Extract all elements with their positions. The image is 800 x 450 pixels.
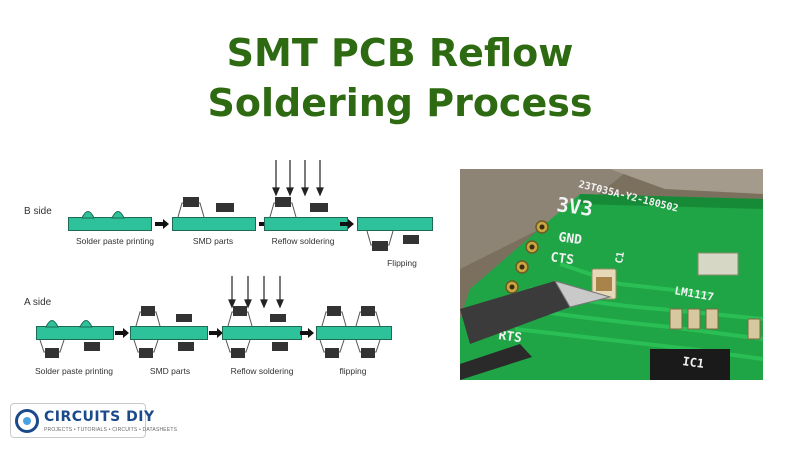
page-title-line-2: Soldering Process bbox=[207, 81, 593, 125]
a-step3-bottom-parts bbox=[225, 339, 288, 358]
b-step3-parts bbox=[269, 197, 328, 218]
a-step2-caption: SMD parts bbox=[149, 366, 191, 376]
b-arrow-3 bbox=[340, 219, 354, 229]
b-heat-arrows bbox=[272, 160, 324, 197]
circuits-diy-logo[interactable]: CIRCUITS DIY PROJECTS • TUTORIALS • CIRC… bbox=[10, 403, 177, 438]
b-step2-parts bbox=[177, 197, 234, 218]
a-step1-board bbox=[36, 326, 114, 340]
pcb-soldering-photo: 23T035A-Y2-180502 3V3 GND CTS RTS C1 LM1… bbox=[460, 169, 764, 380]
a-heat-arrows bbox=[228, 276, 284, 309]
b-step4-parts bbox=[366, 230, 419, 251]
a-step1-caption: Solder paste printing bbox=[35, 366, 113, 376]
a-step4-bottom-parts bbox=[319, 339, 381, 358]
b-step4-caption: Flipping bbox=[387, 258, 417, 268]
silk-ic1: IC1 bbox=[682, 354, 705, 371]
a-step4-caption: flipping bbox=[339, 366, 367, 376]
a-arrow-2 bbox=[209, 328, 223, 338]
b-step3-caption: Reflow soldering bbox=[271, 236, 335, 246]
b-step2-caption: SMD parts bbox=[192, 236, 234, 246]
logo-tagline: PROJECTS • TUTORIALS • CIRCUITS • DATASH… bbox=[44, 427, 178, 433]
b-step4-board bbox=[357, 217, 433, 231]
circuits-diy-logo-icon bbox=[15, 409, 39, 433]
b-step1-caption: Solder paste printing bbox=[76, 236, 154, 246]
silk-3v3: 3V3 bbox=[555, 192, 594, 221]
a-step3-top-parts bbox=[227, 306, 286, 327]
b-step3-board bbox=[264, 217, 348, 231]
a-step1-paste bbox=[45, 320, 93, 328]
a-step4-top-parts bbox=[321, 306, 381, 327]
b-side-label: B side bbox=[24, 206, 52, 217]
a-step2-top-parts bbox=[135, 306, 192, 327]
a-step4-board bbox=[316, 326, 392, 340]
a-arrow-3 bbox=[300, 328, 314, 338]
logo-name: CIRCUITS DIY bbox=[44, 409, 155, 425]
silk-cts: CTS bbox=[549, 250, 575, 268]
b-step2-board bbox=[172, 217, 256, 231]
a-step3-caption: Reflow soldering bbox=[230, 366, 294, 376]
a-step2-bottom-parts bbox=[133, 339, 194, 358]
a-arrow-1 bbox=[115, 328, 129, 338]
silk-gnd: GND bbox=[557, 230, 583, 248]
b-step1-board bbox=[68, 217, 152, 231]
a-step2-board bbox=[130, 326, 208, 340]
b-arrow-1 bbox=[155, 219, 169, 229]
b-step1-paste bbox=[81, 211, 125, 219]
silk-c1: C1 bbox=[614, 251, 627, 265]
page-title-line-1: SMT PCB Reflow bbox=[226, 31, 574, 75]
a-side-label: A side bbox=[24, 297, 52, 308]
silk-rts: RTS bbox=[497, 328, 523, 346]
a-step1-bottom-parts bbox=[39, 339, 100, 358]
